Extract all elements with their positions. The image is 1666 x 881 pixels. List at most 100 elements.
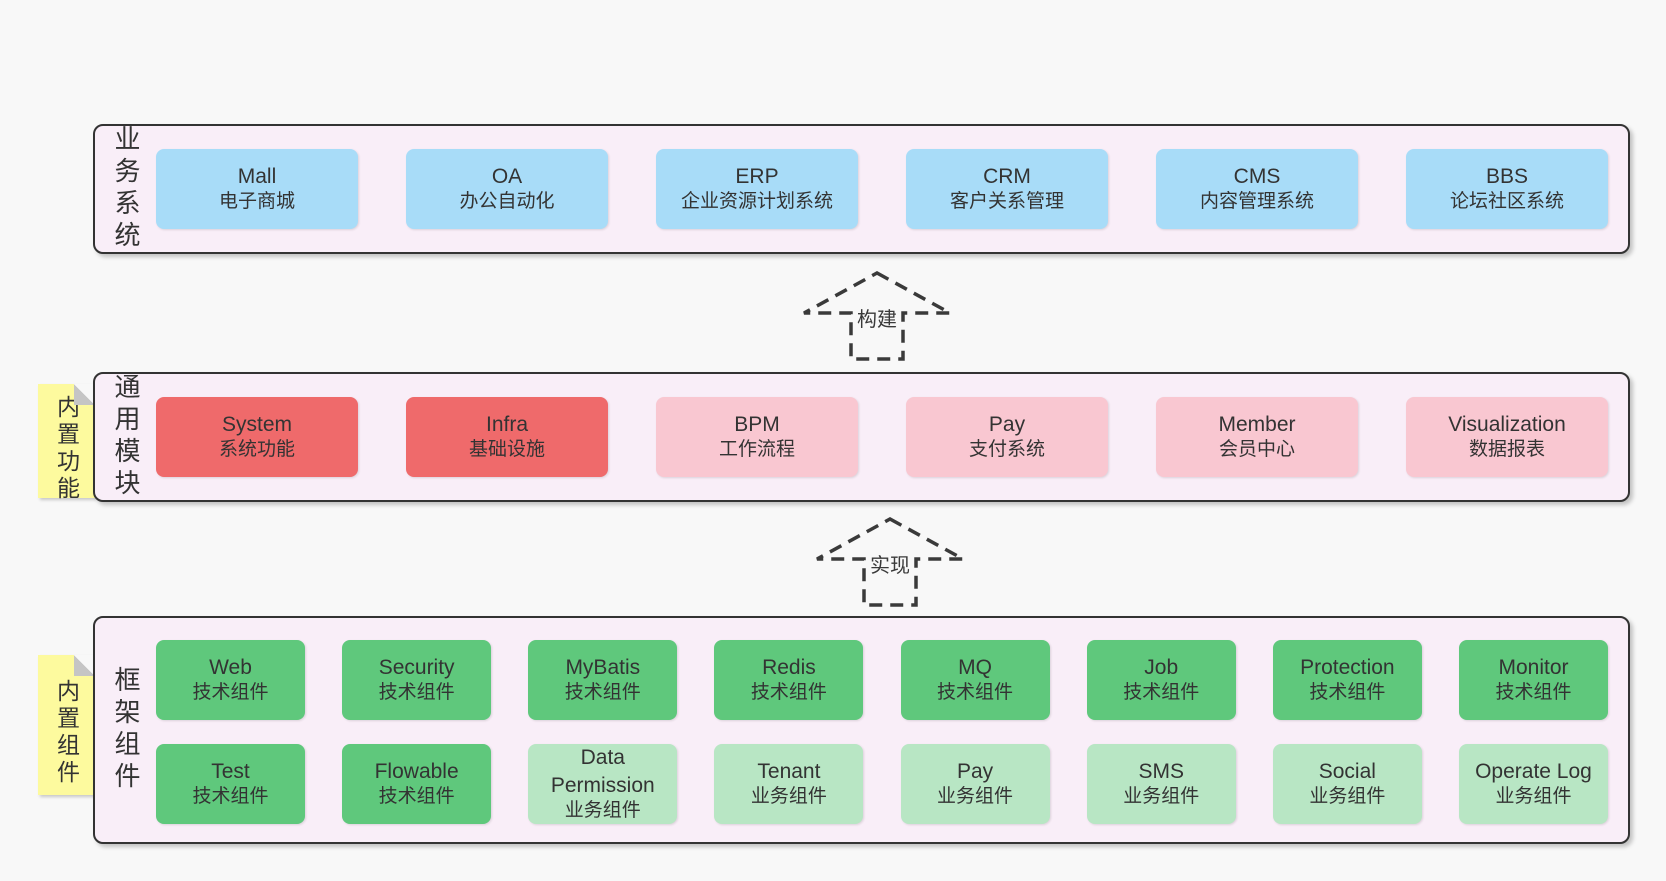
implement-arrow-label: 实现 <box>867 548 913 578</box>
box-subtitle: 会员中心 <box>1218 439 1295 461</box>
arrow-up-icon <box>816 517 964 607</box>
box-subtitle: 业务组件 <box>750 786 827 808</box>
box-test: Test 技术组件 <box>156 744 305 824</box>
box-subtitle: 数据报表 <box>1468 439 1545 461</box>
box-visualization: Visualization 数据报表 <box>1406 397 1608 477</box>
box-subtitle: 技术组件 <box>378 682 455 704</box>
box-title: MyBatis <box>565 656 641 679</box>
box-subtitle: 技术组件 <box>937 682 1014 704</box>
folded-corner-icon <box>74 655 95 676</box>
framework-components-side-label: 框架组件 <box>111 666 141 794</box>
box-title: MQ <box>958 656 992 679</box>
box-subtitle: 技术组件 <box>1123 682 1200 704</box>
box-crm: CRM 客户关系管理 <box>906 149 1108 229</box>
box-title: Pay <box>956 760 994 783</box>
box-title: BBS <box>1485 165 1529 188</box>
build-arrow-label: 构建 <box>854 302 900 332</box>
box-subtitle: 业务组件 <box>1495 786 1572 808</box>
box-protection: Protection 技术组件 <box>1272 640 1422 720</box>
box-web: Web 技术组件 <box>156 640 305 720</box>
built-in-components-sticky: 内置组件 <box>38 655 95 795</box>
common-modules-row: System 系统功能 Infra 基础设施 BPM 工作流程 Pay 支付系统… <box>156 397 1608 477</box>
box-title: Pay <box>988 413 1026 436</box>
box-title: OA <box>491 165 523 188</box>
box-member: Member 会员中心 <box>1156 397 1358 477</box>
box-tenant: Tenant 业务组件 <box>714 744 864 824</box>
box-subtitle: 技术组件 <box>1495 682 1572 704</box>
box-pay-component: Pay 业务组件 <box>900 744 1050 824</box>
box-title: Data Permission <box>550 746 655 797</box>
box-title: SMS <box>1138 760 1184 783</box>
business-systems-side-label: 业务系统 <box>111 125 141 253</box>
box-pay: Pay 支付系统 <box>906 397 1108 477</box>
box-subtitle: 技术组件 <box>192 786 269 808</box>
box-subtitle: 业务组件 <box>1123 786 1200 808</box>
built-in-components-label: 内置组件 <box>53 679 80 787</box>
box-title: Member <box>1218 413 1296 436</box>
box-subtitle: 工作流程 <box>718 439 795 461</box>
folded-corner-icon <box>74 384 95 405</box>
box-bbs: BBS 论坛社区系统 <box>1406 149 1608 229</box>
box-subtitle: 内容管理系统 <box>1199 191 1314 213</box>
box-title: Protection <box>1300 656 1395 679</box>
box-erp: ERP 企业资源计划系统 <box>656 149 858 229</box>
box-oa: OA 办公自动化 <box>406 149 608 229</box>
implement-arrow: 实现 <box>810 516 970 608</box>
box-title: Job <box>1144 656 1179 679</box>
box-subtitle: 企业资源计划系统 <box>680 191 833 213</box>
framework-components-panel: 框架组件 Web 技术组件 Security 技术组件 MyBatis 技术组件… <box>93 616 1630 844</box>
box-title: Visualization <box>1448 413 1566 436</box>
box-security: Security 技术组件 <box>342 640 492 720</box>
box-title: System <box>221 413 292 436</box>
box-title: Tenant <box>757 760 821 783</box>
common-modules-side-label: 通用模块 <box>111 373 141 501</box>
build-arrow: 构建 <box>797 270 957 362</box>
box-subtitle: 论坛社区系统 <box>1449 191 1564 213</box>
box-subtitle: 技术组件 <box>378 786 455 808</box>
box-subtitle: 办公自动化 <box>459 191 555 213</box>
box-subtitle: 系统功能 <box>218 439 295 461</box>
box-subtitle: 技术组件 <box>564 682 641 704</box>
built-in-features-sticky: 内置功能 <box>38 384 95 503</box>
arrow-up-icon <box>803 271 951 361</box>
box-operate-log: Operate Log 业务组件 <box>1458 744 1608 824</box>
box-title: Operate Log <box>1475 760 1592 783</box>
box-title: CRM <box>983 165 1031 188</box>
box-subtitle: 基础设施 <box>468 439 545 461</box>
box-subtitle: 业务组件 <box>937 786 1014 808</box>
box-title: Infra <box>485 413 529 436</box>
box-mall: Mall 电子商城 <box>156 149 358 229</box>
box-title: Test <box>211 760 250 783</box>
box-title: CMS <box>1233 165 1281 188</box>
box-data-permission: Data Permission 业务组件 <box>528 744 678 824</box>
box-title: Security <box>378 656 455 679</box>
box-redis: Redis 技术组件 <box>714 640 864 720</box>
box-subtitle: 客户关系管理 <box>949 191 1064 213</box>
box-title: Flowable <box>374 760 459 783</box>
box-monitor: Monitor 技术组件 <box>1458 640 1608 720</box>
box-mybatis: MyBatis 技术组件 <box>528 640 678 720</box>
box-title: Social <box>1318 760 1376 783</box>
box-sms: SMS 业务组件 <box>1086 744 1236 824</box>
box-bpm: BPM 工作流程 <box>656 397 858 477</box>
box-subtitle: 业务组件 <box>564 799 641 821</box>
framework-components-row-1: Web 技术组件 Security 技术组件 MyBatis 技术组件 Redi… <box>156 640 1608 720</box>
box-subtitle: 电子商城 <box>218 191 295 213</box>
box-title: Redis <box>762 656 816 679</box>
box-mq: MQ 技术组件 <box>900 640 1050 720</box>
framework-components-row-2: Test 技术组件 Flowable 技术组件 Data Permission … <box>156 744 1608 824</box>
business-systems-panel: 业务系统 Mall 电子商城 OA 办公自动化 ERP 企业资源计划系统 CRM… <box>93 124 1630 254</box>
box-system: System 系统功能 <box>156 397 358 477</box>
box-infra: Infra 基础设施 <box>406 397 608 477</box>
box-subtitle: 业务组件 <box>1309 786 1386 808</box>
box-title: Web <box>209 656 252 679</box>
box-cms: CMS 内容管理系统 <box>1156 149 1358 229</box>
box-subtitle: 支付系统 <box>968 439 1045 461</box>
box-subtitle: 技术组件 <box>750 682 827 704</box>
box-social: Social 业务组件 <box>1272 744 1422 824</box>
box-subtitle: 技术组件 <box>1309 682 1386 704</box>
box-title: ERP <box>735 165 779 188</box>
box-flowable: Flowable 技术组件 <box>342 744 492 824</box>
built-in-features-label: 内置功能 <box>53 395 80 503</box>
business-systems-row: Mall 电子商城 OA 办公自动化 ERP 企业资源计划系统 CRM 客户关系… <box>156 149 1608 229</box>
